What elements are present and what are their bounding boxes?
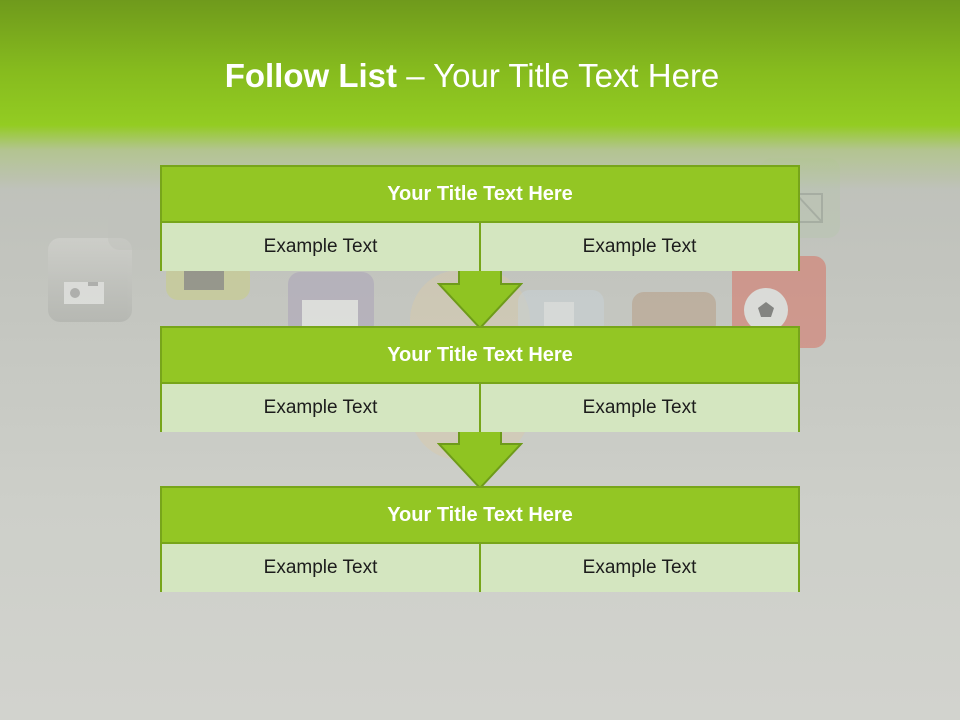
step-cell-right: Example Text: [479, 384, 798, 432]
header-band: [0, 0, 960, 190]
step-cell-left: Example Text: [263, 397, 378, 418]
step-heading: Your Title Text Here: [162, 328, 798, 384]
slide-title-bold: Follow List: [224, 57, 398, 94]
step-cell-right: Example Text: [479, 544, 798, 592]
image-app-icon: [108, 190, 168, 250]
down-arrow-icon: [437, 270, 523, 330]
step-box-2: Your Title Text Here Example Text Exampl…: [160, 326, 800, 432]
step-heading: Your Title Text Here: [162, 488, 798, 544]
step-row: Example Text Example Text: [162, 384, 798, 432]
step-cell-left: Example Text: [263, 557, 378, 578]
step-row: Example Text Example Text: [162, 223, 798, 271]
step-row: Example Text Example Text: [162, 544, 798, 592]
step-cell-right: Example Text: [479, 223, 798, 271]
step-heading: Your Title Text Here: [162, 167, 798, 223]
down-arrow-icon: [437, 430, 523, 490]
step-cell-left: Example Text: [263, 236, 378, 257]
step-box-3: Your Title Text Here Example Text Exampl…: [160, 486, 800, 592]
slide-title: Follow List – Your Title Text Here: [0, 52, 944, 100]
step-box-1: Your Title Text Here Example Text Exampl…: [160, 165, 800, 271]
slide-title-rest: – Your Title Text Here: [397, 57, 720, 94]
document-app-icon: [288, 272, 374, 336]
camera-app-icon: [48, 238, 132, 322]
